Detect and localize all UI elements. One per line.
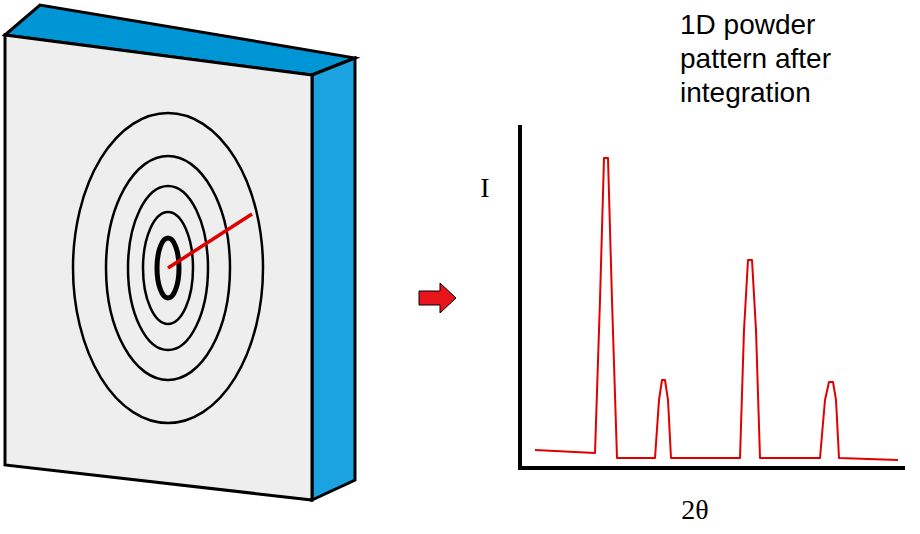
- process-arrow: [419, 283, 456, 313]
- axis-label: I: [470, 172, 500, 204]
- powder-pattern: [535, 158, 898, 460]
- plot-caption: 1D powder pattern after integration: [680, 8, 880, 110]
- y-axis: [518, 125, 522, 470]
- x-axis: [518, 466, 905, 470]
- axis-label: 2θ: [660, 494, 730, 526]
- debye-rings: [73, 113, 263, 423]
- detector-side: [312, 58, 355, 500]
- integration-line: [168, 214, 252, 268]
- detector-face: [5, 35, 312, 500]
